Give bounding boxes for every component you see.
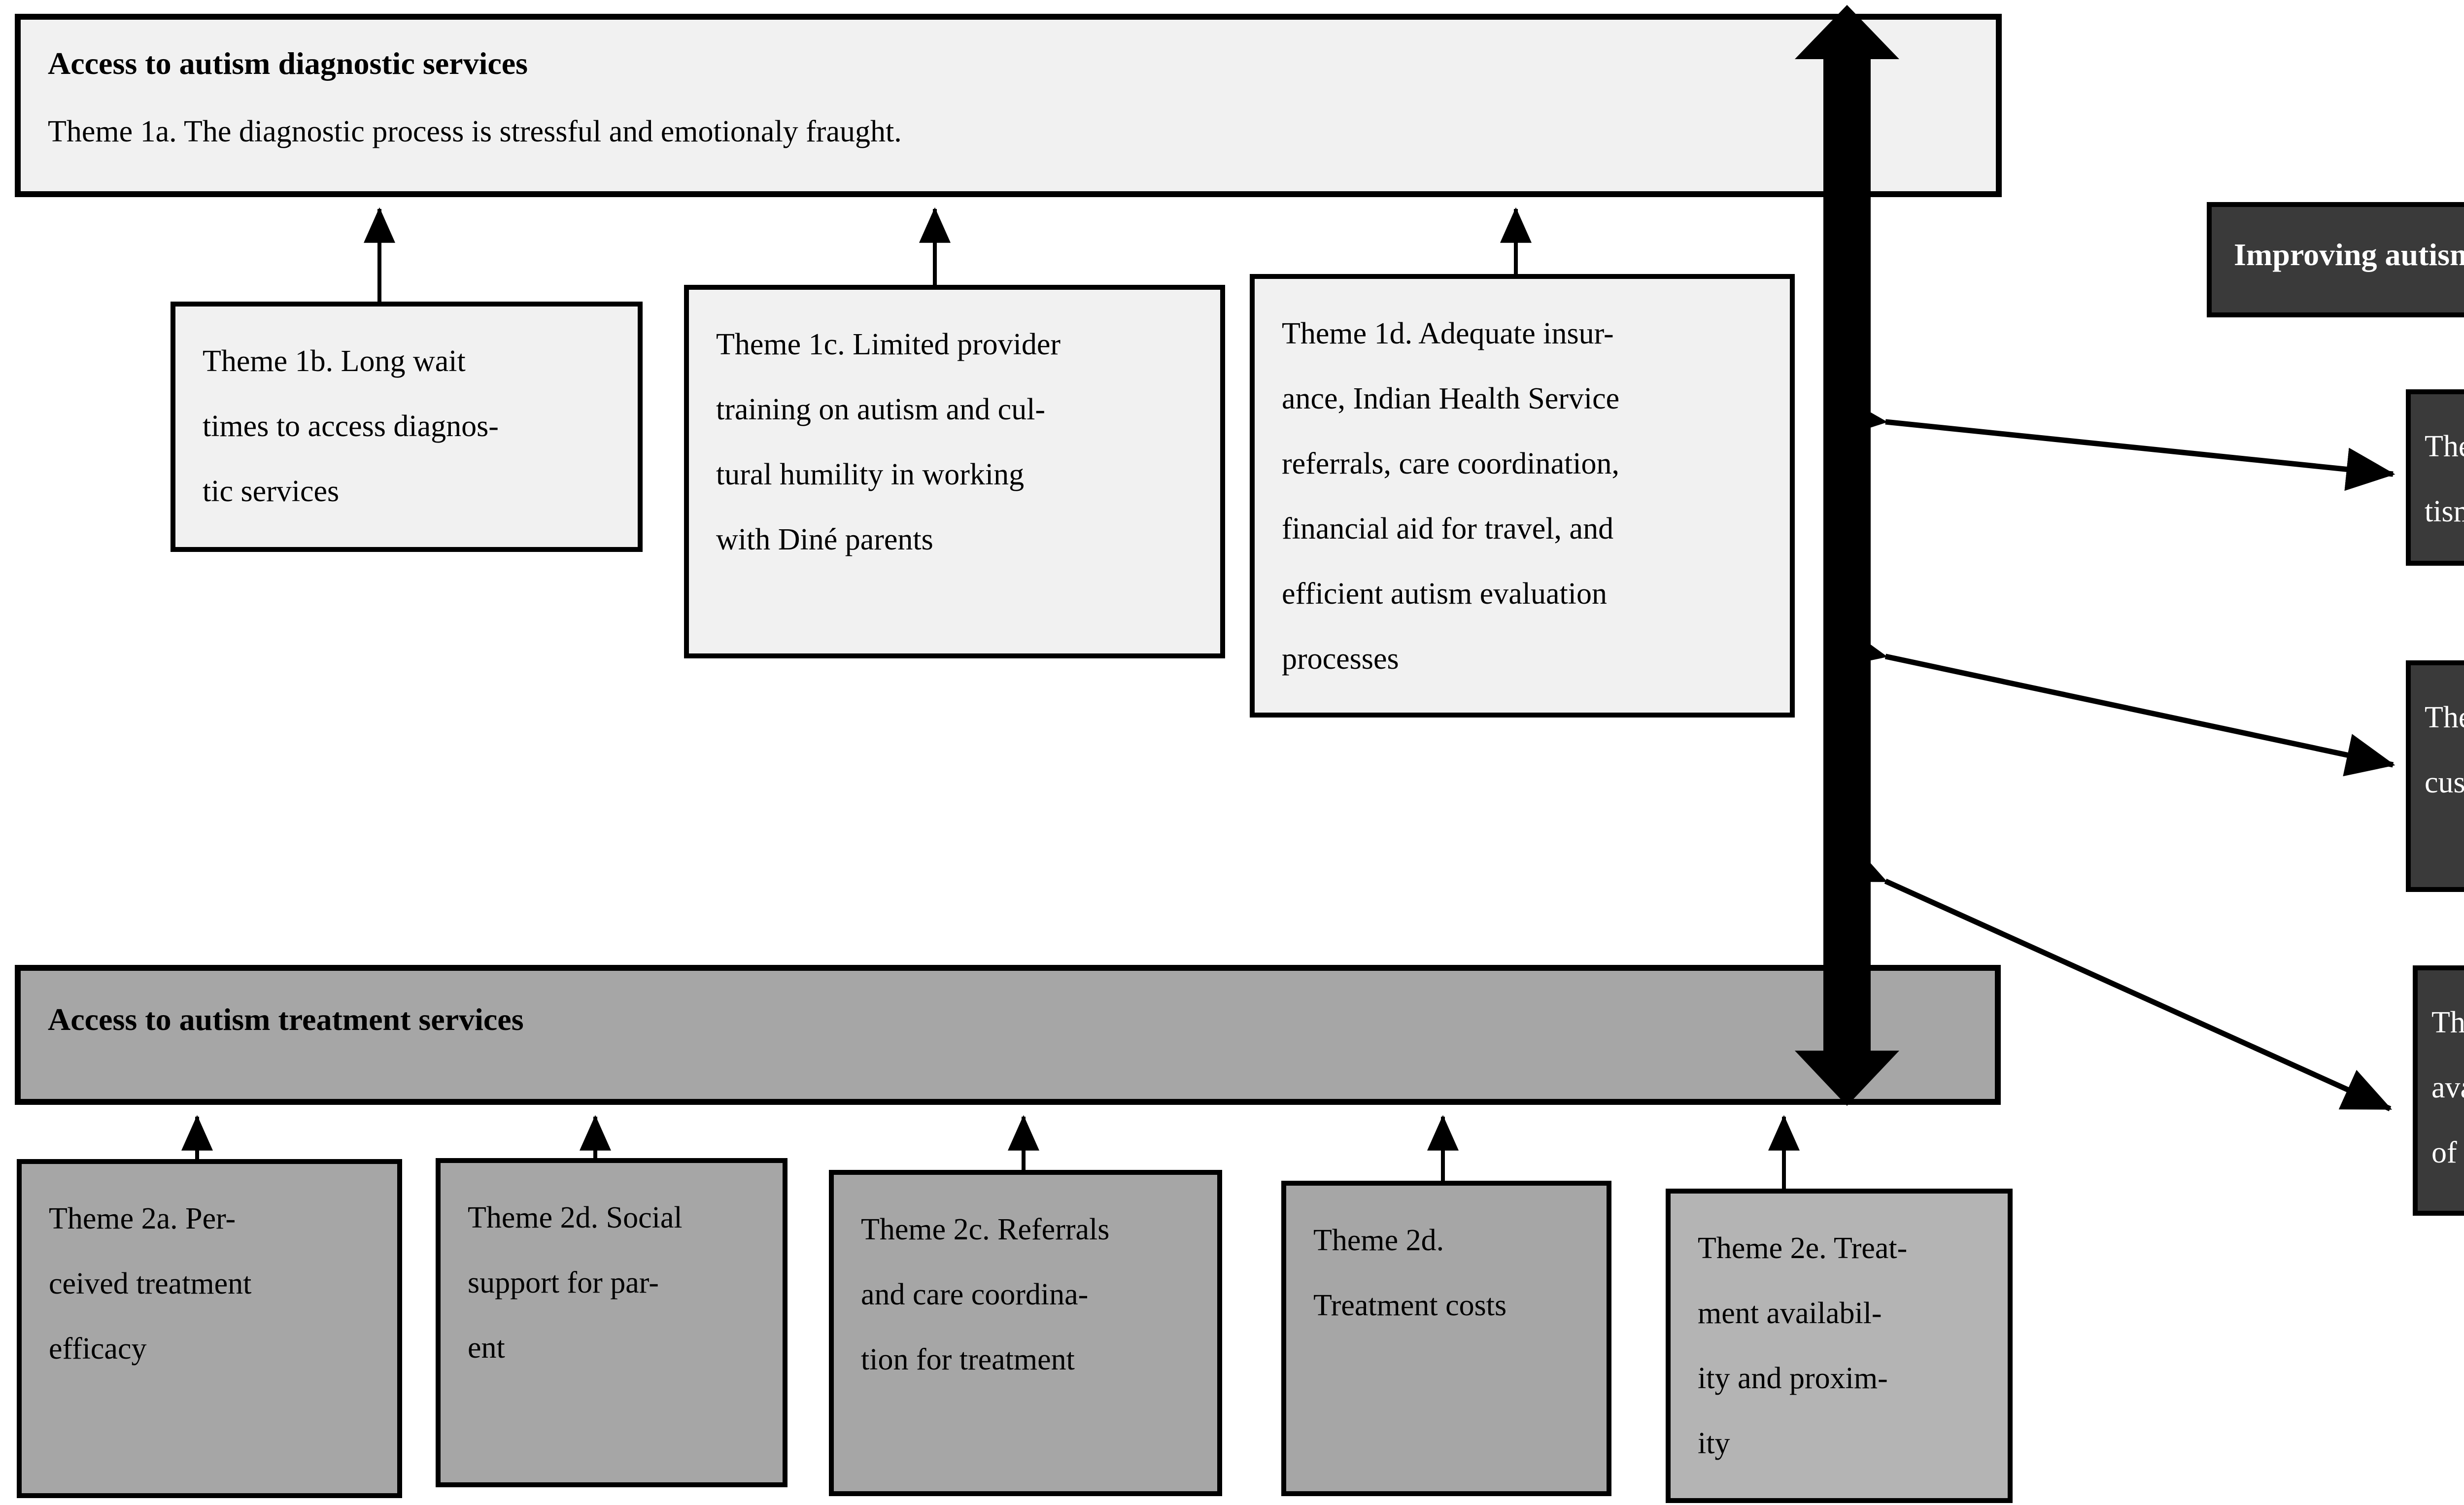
theme-2d-social-text: Theme 2d. Social support for par- ent bbox=[468, 1201, 683, 1365]
theme-2a-text: Theme 2a. Per- ceived treatment efficacy bbox=[49, 1202, 252, 1366]
theme-2c-box: Theme 2c. Referrals and care coordina- t… bbox=[829, 1170, 1222, 1496]
theme-1b-text: Theme 1b. Long wait times to access diag… bbox=[203, 344, 499, 508]
theme-2a-box: Theme 2a. Per- ceived treatment efficacy bbox=[17, 1159, 402, 1498]
theme-3c-text: Theme 3c. Increased availability and qua… bbox=[2431, 1006, 2464, 1169]
double-arrow-3a bbox=[1837, 395, 2396, 491]
theme-3a-text: Theme 3a. Increased au- tism awareness bbox=[2425, 430, 2464, 528]
theme-2d-social-box: Theme 2d. Social support for par- ent bbox=[436, 1158, 787, 1487]
diagnostic-header-title: Access to autism diagnostic services bbox=[48, 46, 528, 81]
theme-3b-text: Theme 3b. Autism-fo- cused support group… bbox=[2425, 701, 2464, 799]
theme-1b-box: Theme 1b. Long wait times to access diag… bbox=[171, 302, 643, 552]
theme-3a-box: Theme 3a. Increased au- tism awareness bbox=[2406, 389, 2464, 566]
theme-2e-box: Theme 2e. Treat- ment availabil- ity and… bbox=[1666, 1189, 2013, 1503]
theme-1d-box: Theme 1d. Adequate insur- ance, Indian H… bbox=[1250, 274, 1795, 718]
diagnostic-theme-1a-text: Theme 1a. The diagnostic process is stre… bbox=[48, 115, 902, 148]
improving-header-title: Improving autism services access bbox=[2234, 237, 2464, 272]
double-arrow-3b bbox=[1835, 625, 2396, 777]
theme-3c-box: Theme 3c. Increased availability and qua… bbox=[2413, 965, 2464, 1216]
treatment-header-title: Access to autism treatment services bbox=[48, 1002, 524, 1037]
theme-2c-text: Theme 2c. Referrals and care coordina- t… bbox=[861, 1213, 1110, 1376]
diagnostic-header-box: Access to autism diagnostic services The… bbox=[15, 14, 2002, 197]
treatment-header-box: Access to autism treatment services bbox=[15, 965, 2001, 1105]
theme-1c-text: Theme 1c. Limited provider training on a… bbox=[716, 328, 1061, 556]
theme-1d-text: Theme 1d. Adequate insur- ance, Indian H… bbox=[1282, 317, 1620, 676]
theme-2d-costs-box: Theme 2d. Treatment costs bbox=[1281, 1181, 1611, 1496]
theme-2e-text: Theme 2e. Treat- ment availabil- ity and… bbox=[1698, 1231, 1908, 1460]
improving-header-box: Improving autism services access bbox=[2207, 202, 2464, 317]
theme-2d-costs-text: Theme 2d. Treatment costs bbox=[1313, 1224, 1507, 1322]
theme-3b-box: Theme 3b. Autism-fo- cused support group… bbox=[2406, 660, 2464, 892]
theme-1c-box: Theme 1c. Limited provider training on a… bbox=[684, 285, 1225, 658]
